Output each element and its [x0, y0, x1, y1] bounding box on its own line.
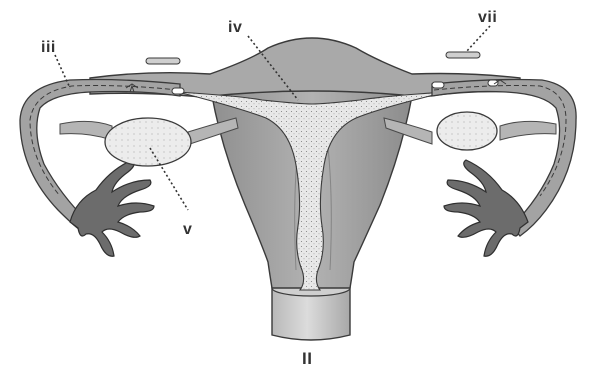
right-fimbriae — [444, 160, 528, 256]
right-marker-bar — [446, 52, 480, 58]
left-fimbriae — [70, 160, 154, 256]
label-v: v — [183, 221, 192, 238]
label-iii: iii — [41, 39, 56, 56]
left-marker-bar — [146, 58, 180, 64]
leader-vii — [466, 26, 490, 52]
left-ovary — [105, 118, 191, 166]
label-vii: vii — [478, 9, 497, 26]
label-iv: iv — [228, 19, 242, 36]
right-ovary — [437, 112, 497, 150]
label-ii: II — [302, 349, 312, 368]
